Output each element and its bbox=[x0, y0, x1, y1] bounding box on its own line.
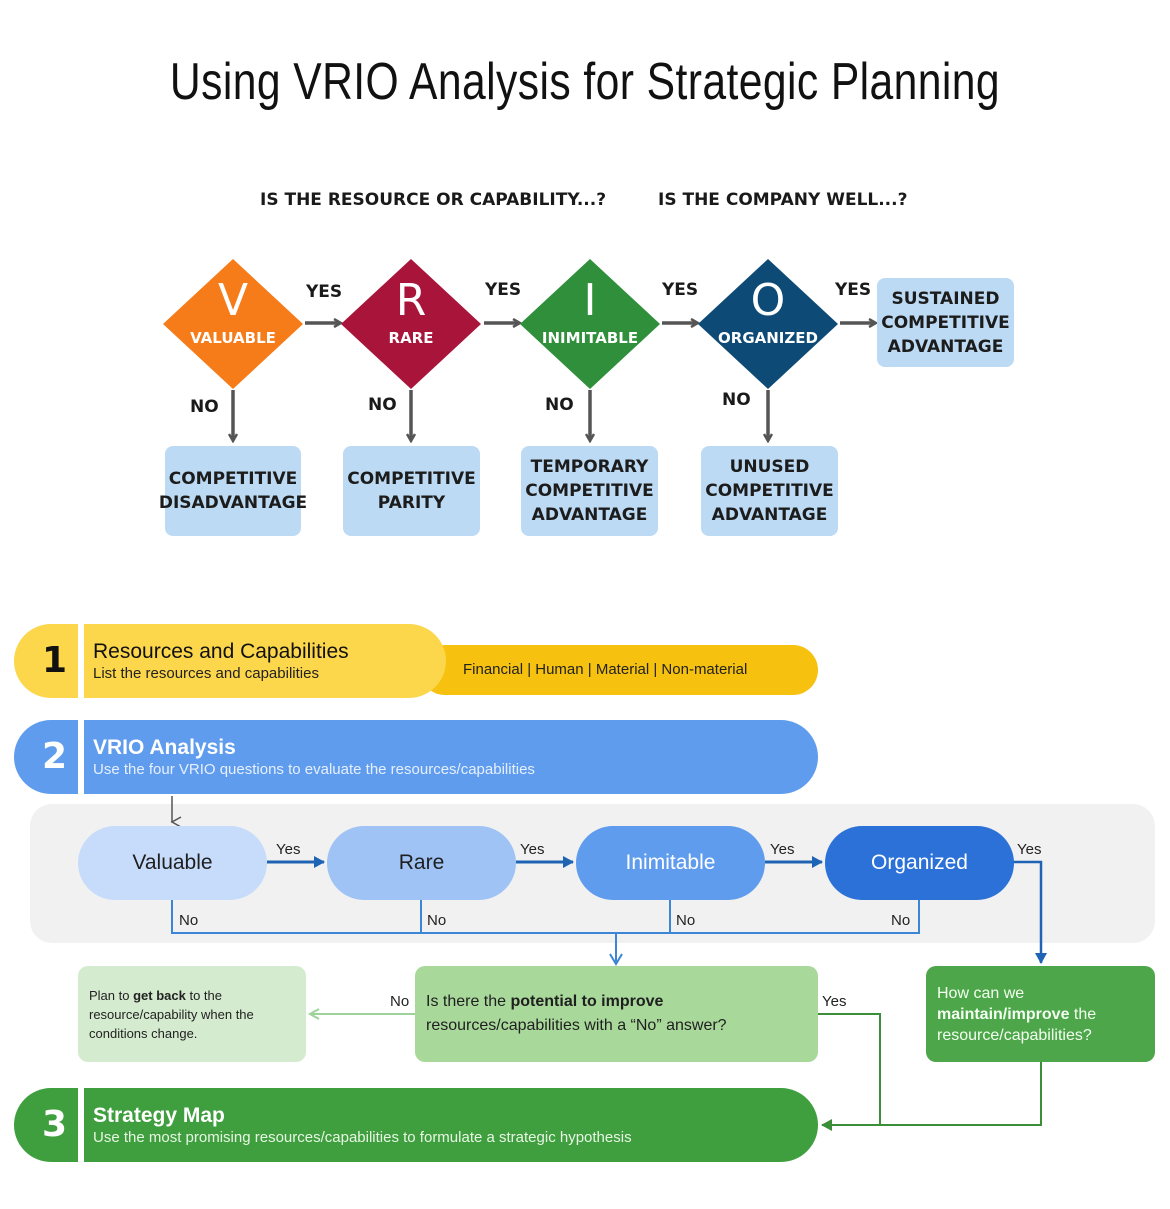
diamond-word: VALUABLE bbox=[190, 329, 276, 347]
diamond-letter: O bbox=[750, 275, 786, 326]
outcome-line: COMPETITIVE bbox=[347, 469, 476, 489]
step2-title: VRIO Analysis bbox=[93, 736, 236, 759]
yes-label-4: YES bbox=[835, 280, 872, 300]
outcome-line: COMPETITIVE bbox=[525, 481, 654, 501]
maintain-improve-box bbox=[926, 966, 1155, 1062]
step3-subtitle: Use the most promising resources/capabil… bbox=[93, 1129, 632, 1146]
maintain-improve-text: How can we maintain/improve the resource… bbox=[937, 985, 1097, 1044]
step1-bar bbox=[14, 624, 446, 698]
step1-title: Resources and Capabilities bbox=[93, 640, 349, 663]
yes-label-2: YES bbox=[485, 280, 522, 300]
diamond-word: RARE bbox=[388, 329, 434, 347]
diamond-organized: O ORGANIZED bbox=[698, 259, 838, 389]
outcome-line: PARITY bbox=[377, 493, 446, 513]
outcome-line: DISADVANTAGE bbox=[158, 493, 308, 513]
sustained-advantage-box: SUSTAINED COMPETITIVE ADVANTAGE bbox=[877, 278, 1014, 367]
outcome-line: COMPETITIVE bbox=[168, 469, 298, 489]
diamond-word: INIMITABLE bbox=[541, 329, 639, 347]
diamond-inimitable: I INIMITABLE bbox=[520, 259, 660, 389]
step2-subtitle: Use the four VRIO questions to evaluate … bbox=[93, 761, 535, 778]
resource-types-label: Financial | Human | Material | Non-mater… bbox=[463, 661, 748, 678]
potential-to-improve-text: Is there the potential to improve resour… bbox=[426, 993, 727, 1034]
pill-organized: Organized bbox=[825, 826, 1014, 900]
outcome-line: TEMPORARY bbox=[530, 457, 649, 477]
yes-label-potential: Yes bbox=[822, 993, 847, 1010]
yes-arrow-potential-strategy bbox=[818, 1013, 881, 1131]
outcome-line: ADVANTAGE bbox=[531, 505, 648, 525]
step1-divider bbox=[78, 624, 84, 698]
pill-rare: Rare bbox=[327, 826, 516, 900]
unused-advantage-box: UNUSED COMPETITIVE ADVANTAGE bbox=[701, 446, 838, 536]
plan-get-back-text: Plan to get back to the resource/capabil… bbox=[89, 988, 254, 1041]
yes-label-1: YES bbox=[306, 282, 343, 302]
yes-label-3: YES bbox=[662, 280, 699, 300]
step2-divider bbox=[78, 720, 84, 794]
competitive-parity-box: COMPETITIVE PARITY bbox=[343, 446, 480, 536]
no-label-2: NO bbox=[368, 395, 397, 415]
step2-number: 2 bbox=[42, 736, 68, 777]
step1-number: 1 bbox=[42, 640, 68, 681]
no-label-4: NO bbox=[722, 390, 751, 410]
diamond-valuable: V VALUABLE bbox=[163, 259, 303, 389]
step3-title: Strategy Map bbox=[93, 1104, 225, 1127]
outcome-line: UNUSED bbox=[729, 457, 810, 477]
no-label-flow-4: No bbox=[891, 912, 911, 929]
no-label-1: NO bbox=[190, 397, 219, 417]
pill-valuable: Valuable bbox=[78, 826, 267, 900]
temporary-advantage-box: TEMPORARY COMPETITIVE ADVANTAGE bbox=[521, 446, 658, 536]
question-company-header: IS THE COMPANY WELL...? bbox=[658, 190, 908, 210]
no-label-3: NO bbox=[545, 395, 574, 415]
outcome-line: ADVANTAGE bbox=[887, 336, 1004, 357]
plan-get-back-box bbox=[78, 966, 306, 1062]
yes-label-flow-1: Yes bbox=[276, 841, 301, 858]
outcome-line: COMPETITIVE bbox=[705, 481, 834, 501]
potential-to-improve-box bbox=[415, 966, 818, 1062]
no-label-flow-3: No bbox=[676, 912, 696, 929]
yes-arrow-organized-maintain bbox=[1013, 860, 1047, 964]
outcome-line: SUSTAINED bbox=[891, 288, 1000, 309]
competitive-disadvantage-box: COMPETITIVE DISADVANTAGE bbox=[159, 446, 307, 536]
step3-number: 3 bbox=[42, 1104, 68, 1145]
top-chart-arrows bbox=[0, 0, 1170, 560]
outcome-line: COMPETITIVE bbox=[881, 312, 1010, 333]
resource-types-bar bbox=[420, 645, 818, 695]
no-collector-line bbox=[171, 898, 920, 934]
step3-bar bbox=[14, 1088, 818, 1162]
no-label-flow-1: No bbox=[179, 912, 199, 929]
no-label-flow-2: No bbox=[427, 912, 447, 929]
diamond-letter: R bbox=[395, 275, 427, 326]
no-label-potential: No bbox=[390, 993, 410, 1010]
yes-label-flow-4: Yes bbox=[1017, 841, 1042, 858]
step3-divider bbox=[78, 1088, 84, 1162]
maintain-to-strategy-line bbox=[880, 1062, 1042, 1126]
step1-subtitle: List the resources and capabilities bbox=[93, 665, 319, 682]
yes-label-flow-3: Yes bbox=[770, 841, 795, 858]
question-resource-header: IS THE RESOURCE OR CAPABILITY...? bbox=[260, 190, 607, 210]
pill-inimitable: Inimitable bbox=[576, 826, 765, 900]
step2-bar bbox=[14, 720, 818, 794]
diamond-rare: R RARE bbox=[341, 259, 481, 389]
diamond-word: ORGANIZED bbox=[718, 329, 818, 347]
yes-label-flow-2: Yes bbox=[520, 841, 545, 858]
outcome-line: ADVANTAGE bbox=[711, 505, 828, 525]
diamond-letter: V bbox=[217, 275, 249, 326]
page-title: Using VRIO Analysis for Strategic Planni… bbox=[169, 53, 1001, 111]
diamond-letter: I bbox=[583, 275, 597, 326]
